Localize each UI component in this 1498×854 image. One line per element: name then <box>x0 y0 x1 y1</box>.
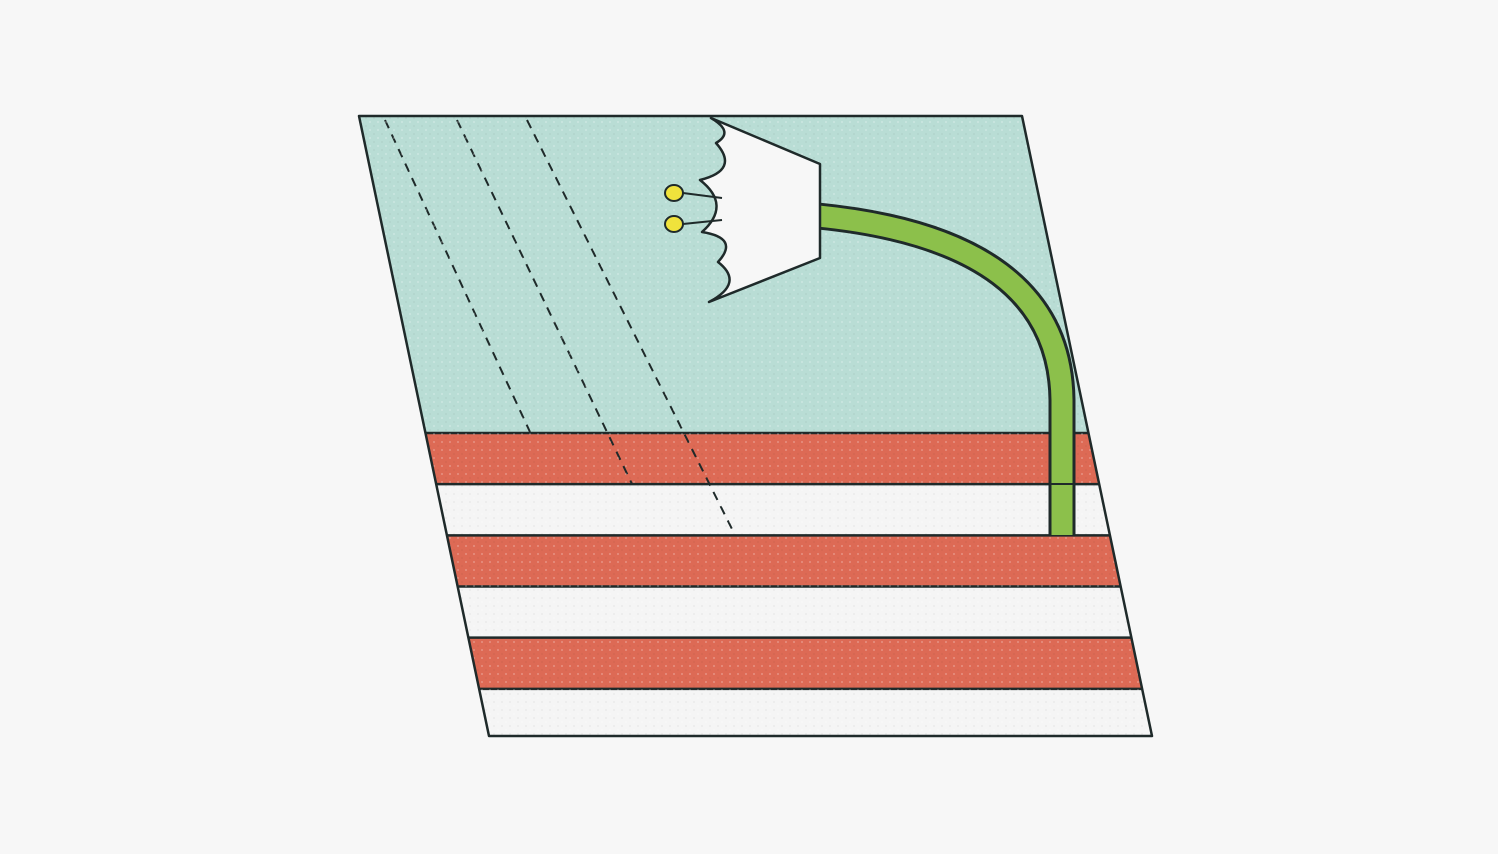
lamp-pole <box>816 202 1076 535</box>
lamp-head-icon <box>698 116 822 304</box>
bulb-1 <box>664 184 684 202</box>
lamp-bulbs <box>664 184 723 233</box>
panel-outline <box>357 114 1154 738</box>
bulb-2 <box>664 215 684 233</box>
